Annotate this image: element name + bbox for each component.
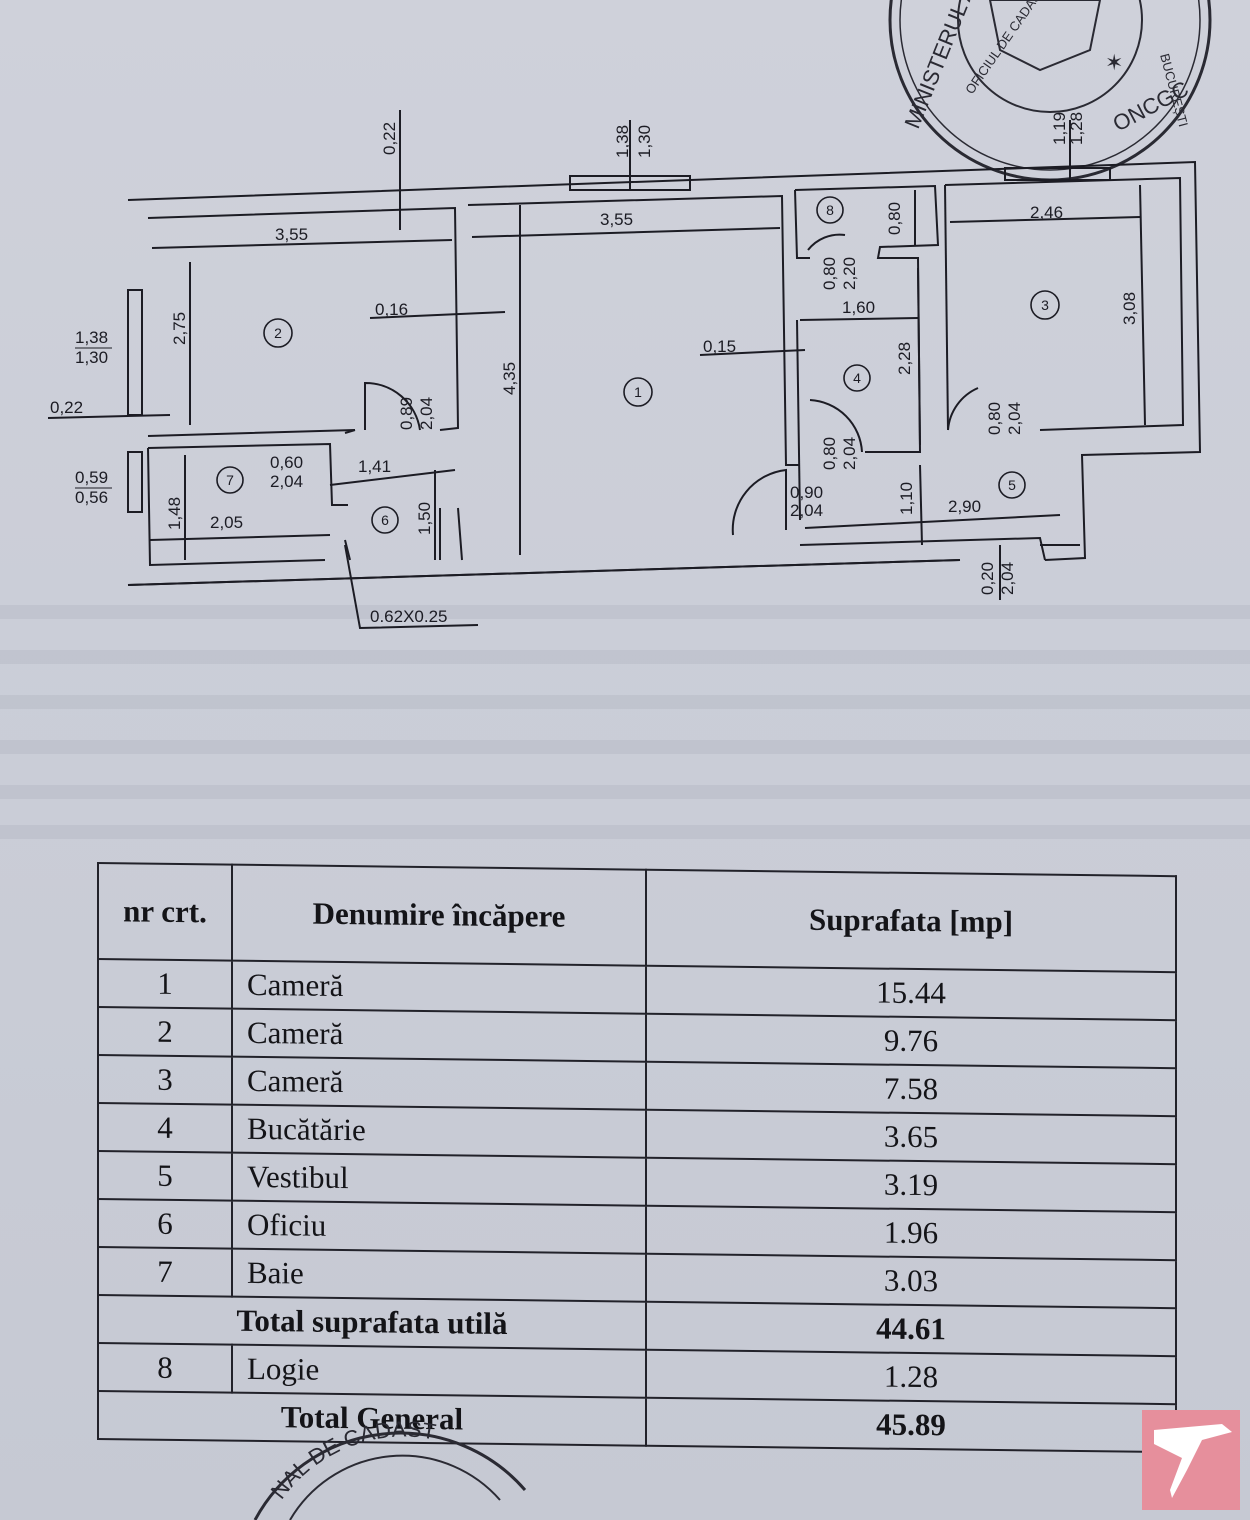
row-nr: 2 [98,1007,232,1057]
dim-door7-h: 2,04 [270,472,303,491]
room-number-2: 2 [274,325,282,341]
dim-entry-w: 0,20 [978,562,997,595]
room-number-8: 8 [826,202,834,218]
row-name: Oficiu [232,1200,646,1254]
dim-door8-w: 0,80 [820,257,839,290]
faded-text-line [0,740,1250,754]
row-nr: 7 [98,1247,232,1297]
row-area: 1.28 [646,1349,1176,1405]
dim-door2-w: 0,89 [397,397,416,430]
dim-room3-width: 2,46 [1030,203,1063,222]
row-name: Bucătărie [232,1104,646,1158]
floor-plan: 1 2 3 4 5 6 7 8 3,55 2,75 0,22 3,55 4,35… [47,110,1202,630]
dim-room5-height: 1,10 [897,482,916,515]
dim-partition-015: 0,15 [703,337,736,356]
dim-room4-height: 2,28 [895,342,914,375]
dim-room2-height: 2,75 [170,312,189,345]
row-area: 15.44 [646,965,1176,1021]
row-name: Baie [232,1248,646,1302]
faded-text-line [0,650,1250,664]
dim-room6-height: 1,50 [415,502,434,535]
dim-window1-bottom: 1,30 [635,125,654,158]
dim-window2-bottom: 1,30 [75,348,108,367]
total-useful-label: Total suprafata utilă [98,1295,646,1350]
dim-room1-height: 4,35 [500,362,519,395]
dim-door8-h: 2,20 [840,257,859,290]
dim-room4-width: 1,60 [842,298,875,317]
room-number-5: 5 [1008,477,1016,493]
faded-text-line [0,825,1250,839]
dim-room5-width: 2,90 [948,497,981,516]
dim-room8-depth: 0,80 [885,202,904,235]
dim-window1-top: 1,38 [613,125,632,158]
faded-text-line [0,695,1250,709]
dim-partition-016: 0,16 [375,300,408,319]
dim-door2-h: 2,04 [417,397,436,430]
row-area: 1.96 [646,1205,1176,1261]
dim-door4-h: 2,04 [840,437,859,470]
dim-door1-h: 2,04 [790,501,823,520]
total-general-label: Total General [98,1391,646,1446]
header-name: Denumire încăpere [232,864,646,966]
dim-door1-w: 0,90 [790,483,823,502]
agency-logo [1142,1410,1240,1510]
room-number-7: 7 [226,472,234,488]
row-nr: 4 [98,1103,232,1153]
dim-door3-w: 0,80 [985,402,1004,435]
row-area: 3.19 [646,1157,1176,1213]
faded-text-line [0,605,1250,619]
dim-wall-top: 0,22 [380,122,399,155]
row-nr: 5 [98,1151,232,1201]
row-area: 3.65 [646,1109,1176,1165]
dim-window-left-bottom: 0,56 [75,488,108,507]
row-name: Cameră [232,960,646,1014]
dim-door4-w: 0,80 [820,437,839,470]
dim-room7-height: 1,48 [165,497,184,530]
dim-door3-h: 2,04 [1005,402,1024,435]
room-number-1: 1 [634,384,642,400]
row-name: Cameră [232,1056,646,1110]
dim-room3-height: 3,08 [1120,292,1139,325]
dim-wall-left: 0,22 [50,398,83,417]
dim-window-left-top: 0,59 [75,468,108,487]
faded-text-line [0,785,1250,799]
row-area: 9.76 [646,1013,1176,1069]
dim-duct: 0.62X0.25 [370,607,448,626]
table-header-row: nr crt. Denumire încăpere Suprafata [mp] [98,863,1176,973]
row-area: 7.58 [646,1061,1176,1117]
row-nr: 1 [98,959,232,1009]
dim-room7-width: 2,05 [210,513,243,532]
row-nr: 8 [98,1343,232,1393]
room-number-6: 6 [381,512,389,528]
dim-window3-top: 1,19 [1050,112,1069,145]
row-nr: 3 [98,1055,232,1105]
total-general-area: 45.89 [646,1397,1176,1453]
dim-entry-h: 2,04 [998,562,1017,595]
room-number-4: 4 [853,370,861,386]
dim-window2-top: 1,38 [75,328,108,347]
room-number-3: 3 [1041,297,1049,313]
header-nr: nr crt. [98,863,232,961]
row-nr: 6 [98,1199,232,1249]
row-name: Vestibul [232,1152,646,1206]
dim-room6-width: 1,41 [358,457,391,476]
dim-door7-w: 0,60 [270,453,303,472]
dim-window3-bottom: 1,28 [1067,112,1086,145]
header-area: Suprafata [mp] [646,869,1176,973]
bird-logo-icon [1154,1424,1232,1498]
row-area: 3.03 [646,1253,1176,1309]
area-table: nr crt. Denumire încăpere Suprafata [mp]… [97,862,1177,1453]
dim-room2-width: 3,55 [275,225,308,244]
total-useful-area: 44.61 [646,1301,1176,1357]
row-name: Cameră [232,1008,646,1062]
dim-room1-width: 3,55 [600,210,633,229]
row-name: Logie [232,1344,646,1398]
stamp-star-icon: ✶ [1105,50,1123,75]
